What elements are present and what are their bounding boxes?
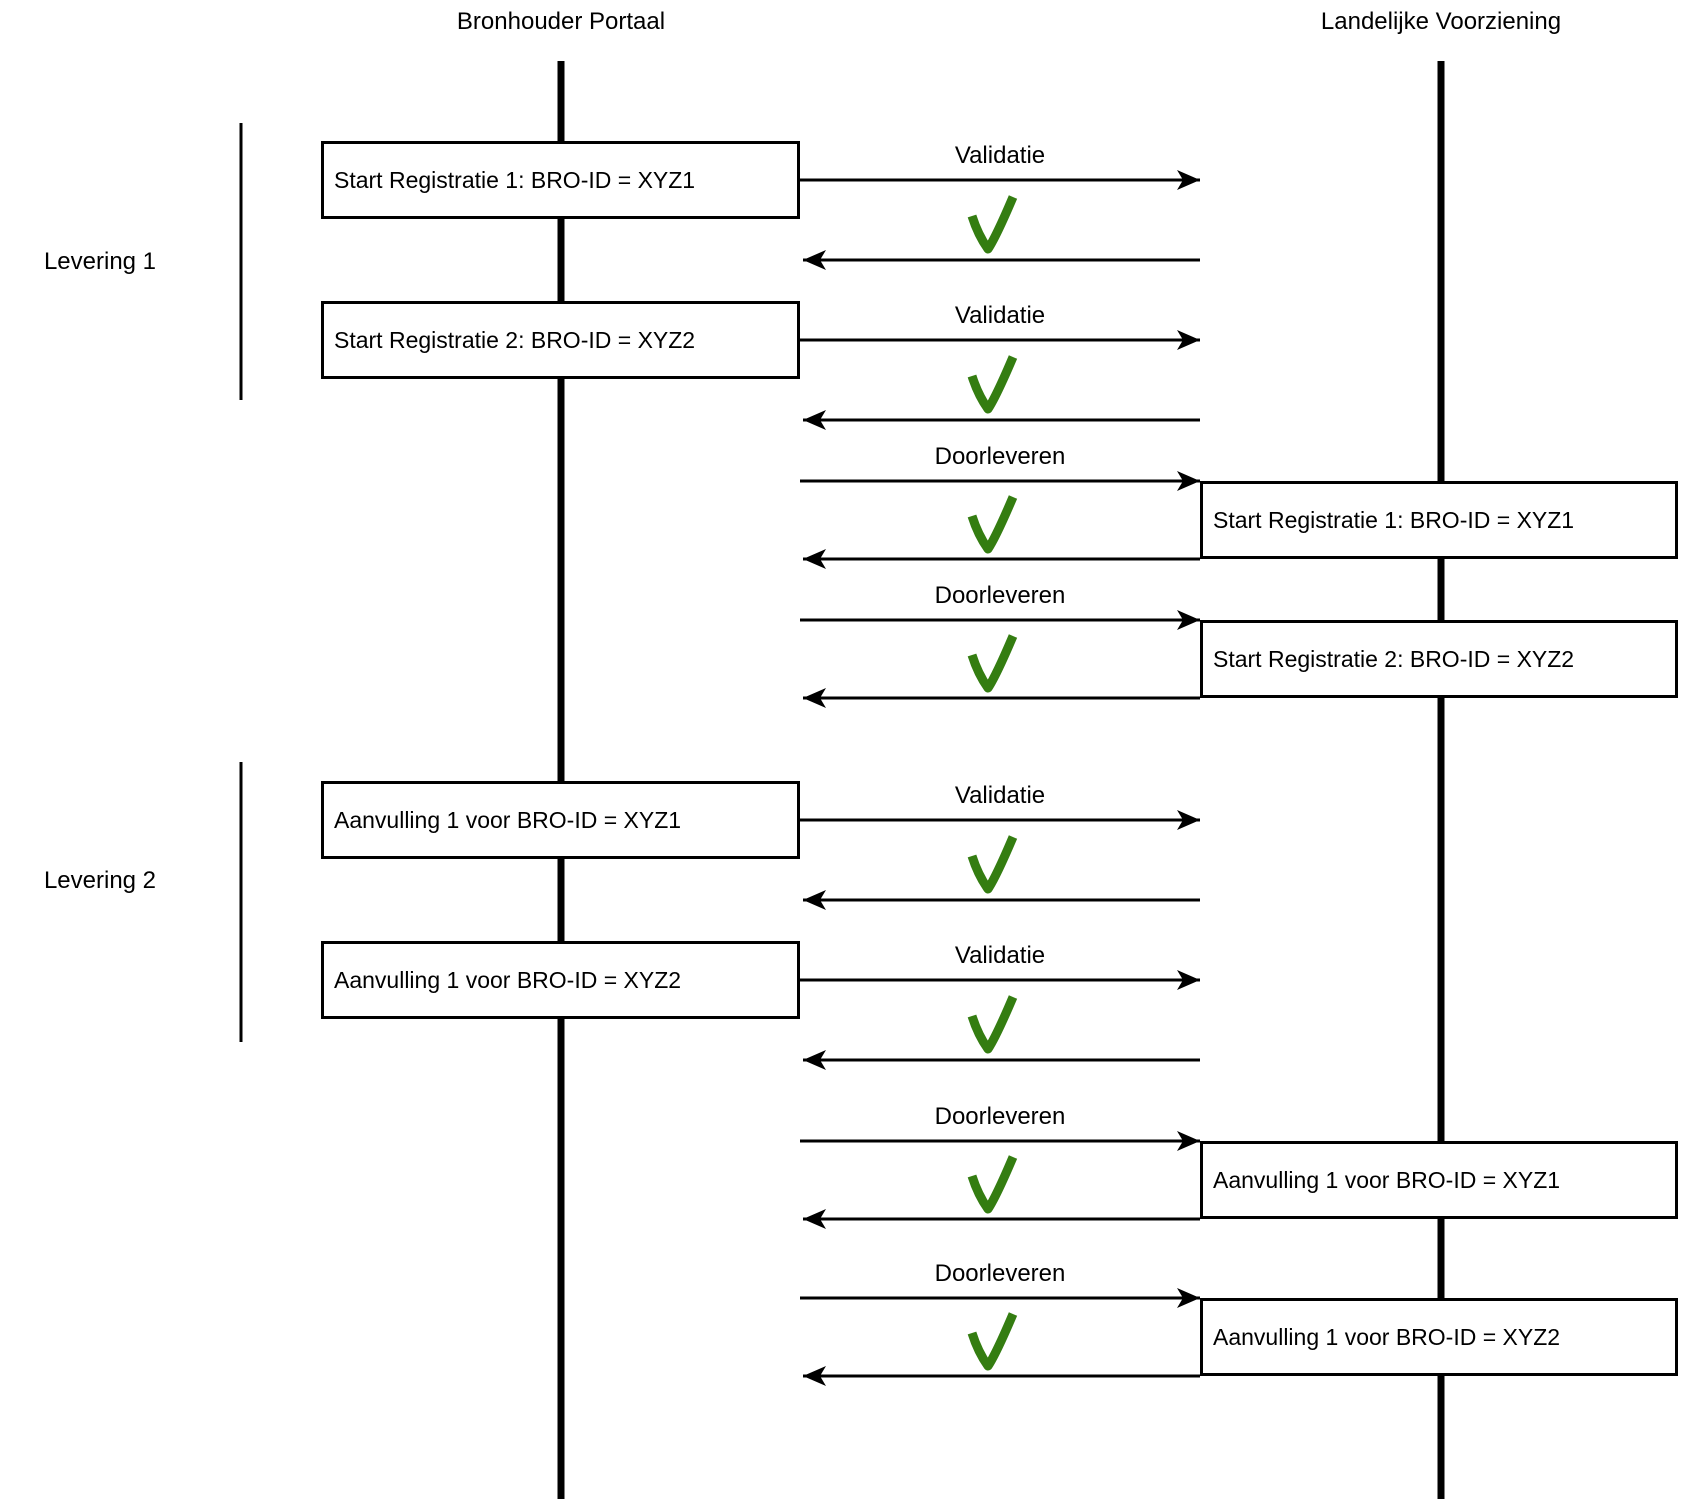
arrow-label-validatie-3: Validatie [954, 782, 1046, 809]
lv-box-aanvulling-1-xyz1: Aanvulling 1 voor BRO-ID = XYZ1 [1200, 1141, 1678, 1219]
actor-title-bronhouder-portaal: Bronhouder Portaal [456, 8, 666, 35]
arrow-label-doorleveren-2: Doorleveren [934, 582, 1066, 609]
arrow-label-doorleveren-1: Doorleveren [934, 443, 1066, 470]
success-checkmark-icon [967, 195, 1018, 254]
arrow-label-doorleveren-3: Doorleveren [934, 1103, 1066, 1130]
lv-box-start-registratie-2: Start Registratie 2: BRO-ID = XYZ2 [1200, 620, 1678, 698]
lv-box-aanvulling-1-xyz2: Aanvulling 1 voor BRO-ID = XYZ2 [1200, 1298, 1678, 1376]
success-checkmark-icon [967, 634, 1018, 693]
lv-box-start-registratie-1: Start Registratie 1: BRO-ID = XYZ1 [1200, 481, 1678, 559]
arrow-label-validatie-1: Validatie [954, 142, 1046, 169]
success-checkmark-icon [967, 355, 1018, 414]
success-checkmark-icon [967, 1312, 1018, 1371]
actor-title-landelijke-voorziening: Landelijke Voorziening [1320, 8, 1562, 35]
portal-box-start-registratie-2: Start Registratie 2: BRO-ID = XYZ2 [321, 301, 800, 379]
arrow-label-validatie-2: Validatie [954, 302, 1046, 329]
arrow-label-doorleveren-4: Doorleveren [934, 1260, 1066, 1287]
levering-2-label: Levering 2 [43, 867, 157, 894]
arrow-label-validatie-4: Validatie [954, 942, 1046, 969]
portal-box-aanvulling-1-xyz1: Aanvulling 1 voor BRO-ID = XYZ1 [321, 781, 800, 859]
portal-box-aanvulling-1-xyz2: Aanvulling 1 voor BRO-ID = XYZ2 [321, 941, 800, 1019]
success-checkmark-icon [967, 495, 1018, 554]
success-checkmark-icon [967, 835, 1018, 894]
levering-1-label: Levering 1 [43, 248, 157, 275]
success-checkmark-icon [967, 1155, 1018, 1214]
ink-group [239, 61, 1445, 1499]
success-checkmark-icon [967, 995, 1018, 1054]
portal-box-start-registratie-1: Start Registratie 1: BRO-ID = XYZ1 [321, 141, 800, 219]
